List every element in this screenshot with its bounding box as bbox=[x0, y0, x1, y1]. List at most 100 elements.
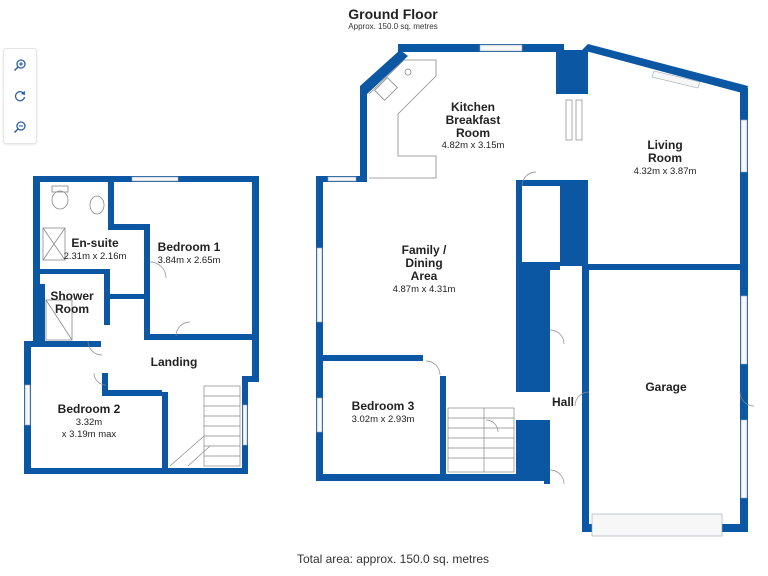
wall bbox=[108, 176, 114, 228]
wall bbox=[40, 269, 110, 274]
wall bbox=[556, 50, 588, 94]
kitchen-name-1: Kitchen bbox=[451, 100, 495, 114]
bedroom2-name: Bedroom 2 bbox=[58, 402, 121, 416]
shower-tray-icon bbox=[42, 227, 66, 261]
wall bbox=[560, 180, 588, 266]
patio-door-panel bbox=[565, 99, 573, 141]
wall bbox=[582, 44, 748, 94]
walls bbox=[24, 44, 748, 532]
window bbox=[479, 44, 523, 52]
zoom-out-icon[interactable] bbox=[10, 117, 30, 137]
wall bbox=[252, 176, 259, 380]
wall bbox=[316, 176, 323, 480]
window bbox=[316, 397, 323, 433]
wall bbox=[162, 392, 168, 474]
door-swing bbox=[425, 360, 441, 376]
patio-door-panel bbox=[575, 99, 583, 141]
kitchen-dims: 4.82m x 3.15m bbox=[442, 140, 505, 151]
windows bbox=[24, 44, 748, 537]
wall bbox=[40, 284, 45, 344]
sink-icon bbox=[374, 77, 398, 101]
wall bbox=[144, 334, 252, 340]
window bbox=[24, 384, 31, 426]
wall bbox=[144, 224, 150, 336]
ensuite-name: En-suite bbox=[71, 236, 119, 250]
wall bbox=[160, 468, 248, 474]
family-name-3: Area bbox=[411, 269, 438, 283]
wall bbox=[516, 262, 550, 392]
wall bbox=[582, 264, 748, 270]
window bbox=[327, 176, 357, 182]
kitchen-counter bbox=[368, 59, 437, 179]
wall bbox=[108, 224, 148, 230]
door-swing bbox=[93, 372, 107, 386]
ground-stairs bbox=[447, 407, 515, 473]
window bbox=[242, 404, 248, 446]
wall bbox=[417, 355, 423, 361]
zoom-in-icon[interactable] bbox=[10, 55, 30, 75]
wall bbox=[316, 474, 550, 481]
wall bbox=[360, 50, 408, 94]
living-name-2: Room bbox=[648, 151, 682, 165]
wall bbox=[360, 86, 367, 182]
total-area: Total area: approx. 150.0 sq. metres bbox=[296, 552, 490, 566]
bedroom1-dims: 3.84m x 2.65m bbox=[158, 255, 221, 266]
bathroom-fixtures bbox=[42, 185, 105, 341]
kitchen-fixtures bbox=[368, 59, 437, 179]
hall-name: Hall bbox=[552, 395, 574, 409]
room-labels: En-suite 2.31m x 2.16m Bedroom 1 3.84m x… bbox=[50, 100, 696, 440]
bedroom2-dims-1: 3.32m bbox=[76, 417, 102, 428]
ensuite-dims: 2.31m x 2.16m bbox=[64, 251, 127, 262]
plan-title: Ground Floor bbox=[348, 6, 438, 22]
door-swing bbox=[549, 329, 565, 345]
door-swing bbox=[87, 340, 103, 356]
basin-icon bbox=[89, 195, 105, 215]
door-swing bbox=[521, 171, 537, 187]
door-swing bbox=[739, 391, 755, 407]
bedroom2-dims-2: x 3.19m max bbox=[62, 429, 117, 440]
wall bbox=[33, 176, 40, 341]
toilet-icon bbox=[51, 190, 69, 210]
bedroom3-name: Bedroom 3 bbox=[352, 399, 415, 413]
shower-cubicle-icon bbox=[45, 299, 73, 341]
window bbox=[740, 295, 748, 365]
wall bbox=[24, 468, 168, 474]
plan-area: Approx. 150.0 sq. metres bbox=[348, 22, 438, 31]
window bbox=[131, 176, 179, 182]
wall bbox=[102, 373, 108, 395]
window bbox=[740, 119, 748, 173]
shower-name-1: Shower bbox=[50, 289, 94, 303]
wall bbox=[104, 294, 144, 299]
stairs bbox=[169, 385, 515, 473]
shower-name-2: Room bbox=[55, 302, 89, 316]
wall bbox=[323, 355, 423, 361]
family-name-2: Dining bbox=[405, 256, 442, 270]
living-name-1: Living bbox=[647, 138, 682, 152]
rotate-icon[interactable] bbox=[10, 86, 30, 106]
wall bbox=[242, 376, 259, 382]
zoom-toolbar bbox=[3, 48, 37, 144]
garage-name: Garage bbox=[645, 380, 687, 394]
wall bbox=[31, 341, 101, 347]
wall bbox=[440, 376, 446, 480]
kitchen-name-3: Room bbox=[456, 126, 490, 140]
door-swing bbox=[149, 261, 167, 279]
living-dims: 4.32m x 3.87m bbox=[634, 166, 697, 177]
wall bbox=[582, 264, 589, 532]
window bbox=[740, 419, 748, 499]
wall bbox=[516, 180, 560, 186]
toilet-cistern-icon bbox=[51, 185, 69, 193]
door-swing bbox=[175, 321, 191, 337]
door-swing bbox=[485, 419, 499, 433]
window bbox=[651, 70, 701, 89]
bedroom3-dims: 3.02m x 2.93m bbox=[352, 414, 415, 425]
kitchen-name-2: Breakfast bbox=[446, 113, 501, 127]
door-swing bbox=[549, 469, 565, 485]
wall bbox=[544, 420, 550, 484]
garage-door bbox=[591, 513, 723, 537]
family-name-1: Family / bbox=[402, 243, 447, 257]
door-swing bbox=[574, 391, 590, 407]
doors bbox=[87, 99, 755, 485]
landing-name: Landing bbox=[151, 355, 198, 369]
